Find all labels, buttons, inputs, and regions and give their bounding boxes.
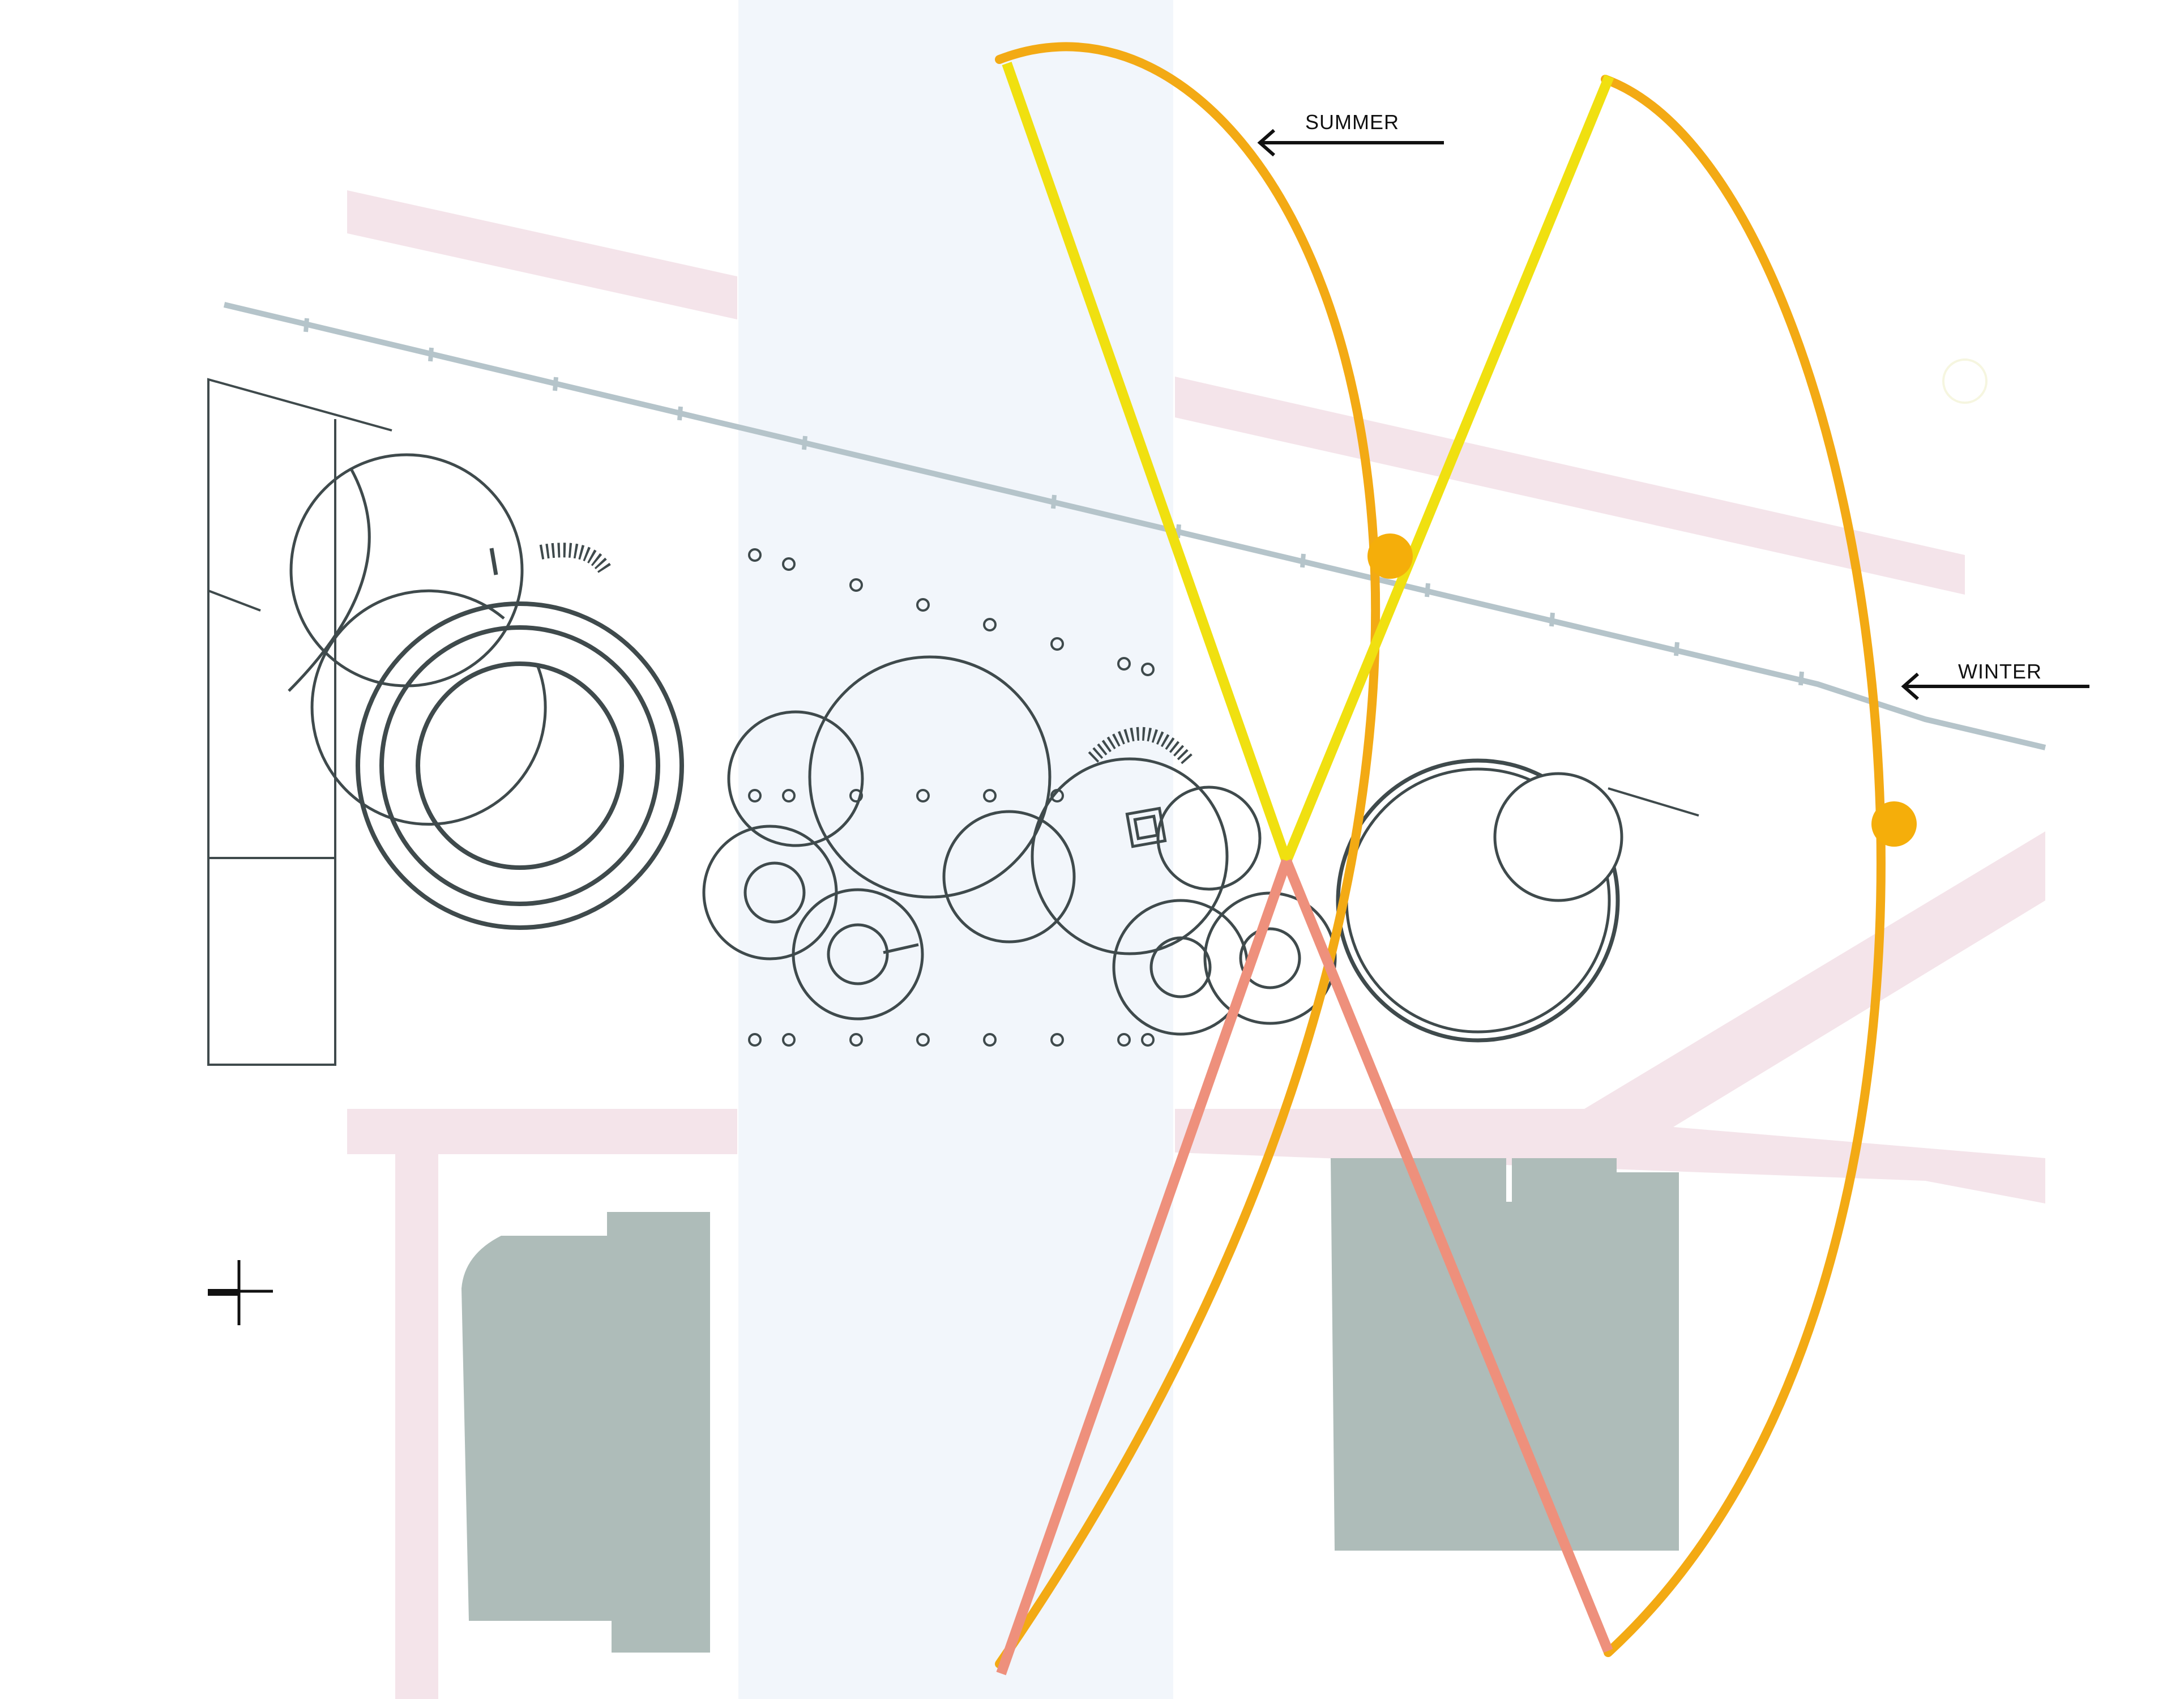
path-bottom-left	[347, 1109, 737, 1154]
building-bottom-left	[461, 1212, 710, 1653]
left-ring-inner	[416, 661, 624, 870]
left-block	[207, 378, 392, 1066]
path-top-left	[347, 190, 737, 319]
building-bottom-right	[1331, 1158, 1679, 1551]
left-ring-cluster	[288, 453, 684, 930]
path-vertical-left	[395, 1150, 438, 1699]
sun-path-overlay	[995, 42, 1917, 1675]
central-band	[738, 0, 1173, 1699]
summer-sun-ray	[1002, 62, 1292, 863]
summer-arc	[995, 42, 1381, 1668]
winter-label: WINTER	[1958, 660, 2042, 683]
left-ring-outer	[356, 601, 684, 930]
faint-circle	[1942, 358, 1988, 404]
summer-label-group: SUMMER	[1257, 110, 1444, 157]
right-small-circle	[1493, 772, 1623, 902]
summer-sun-point	[1367, 533, 1413, 579]
left-ring-mid	[379, 625, 660, 906]
winter-arc	[1601, 75, 1886, 1657]
left-ring-overlap	[310, 589, 547, 826]
buildings	[461, 1158, 1679, 1653]
winter-shadow-ray	[1281, 859, 1613, 1653]
winter-arrow-icon	[1901, 672, 2089, 701]
center-stair-arc	[1088, 727, 1195, 766]
rail-ticks	[304, 318, 1804, 686]
path-top-right	[1175, 377, 1965, 595]
building-plan	[207, 378, 1699, 1066]
summer-label: SUMMER	[1305, 110, 1399, 134]
winter-sun-point	[1871, 801, 1917, 847]
winter-sun-ray	[1281, 74, 1614, 863]
left-stair-arc	[539, 543, 612, 574]
winter-label-group: WINTER	[1901, 660, 2089, 701]
path-bottom-right	[1175, 831, 2045, 1203]
column-dots	[748, 548, 1155, 1047]
left-circle-arc	[288, 468, 371, 692]
summer-arrow-icon	[1257, 129, 1444, 157]
right-cluster	[1336, 758, 1699, 1043]
summer-shadow-ray	[996, 859, 1292, 1675]
crosshair-icon	[208, 1260, 273, 1325]
